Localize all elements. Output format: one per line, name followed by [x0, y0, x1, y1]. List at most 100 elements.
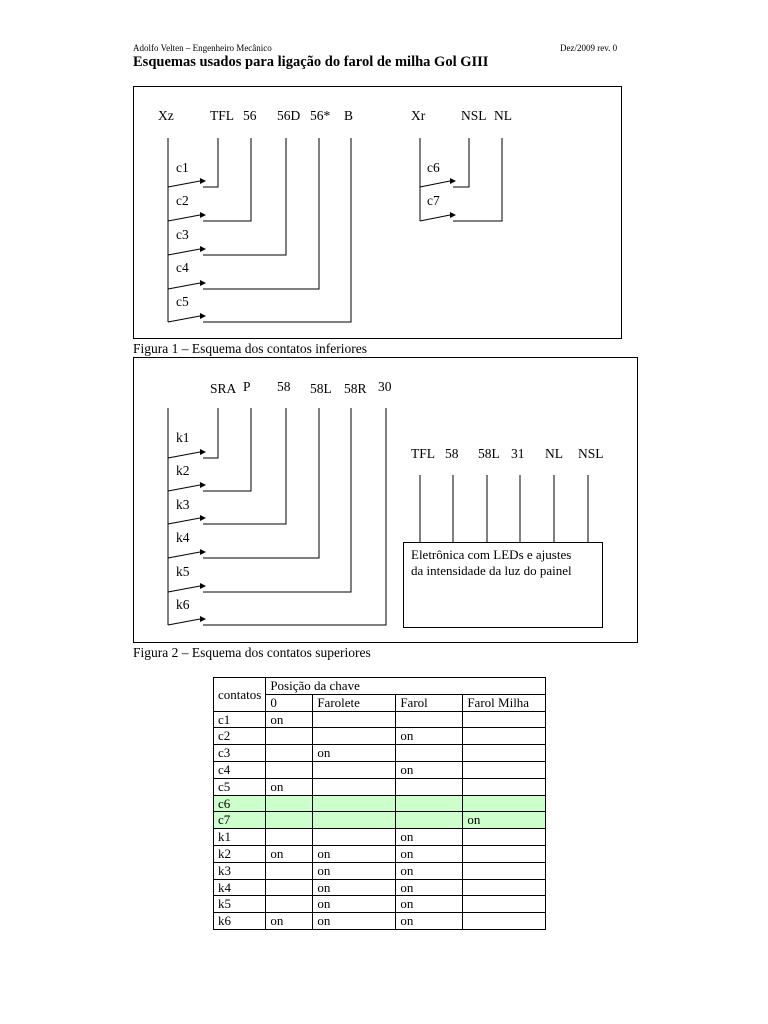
table-cell — [265, 744, 314, 762]
row-contact-name: c5 — [212, 777, 267, 796]
table-cell: on — [395, 895, 464, 914]
table-cell: on — [395, 844, 464, 863]
electronics-text-line-2: da intensidade da luz do painel — [411, 563, 572, 578]
table-cell — [395, 811, 464, 830]
row-contact-name: c1 — [212, 710, 267, 729]
label-p: P — [243, 379, 251, 394]
contact-k3: k3 — [176, 497, 190, 512]
table-cell — [462, 878, 547, 897]
table-cell: on — [265, 912, 314, 930]
row-contact-name: k4 — [212, 878, 267, 897]
table-cell — [395, 777, 464, 796]
contact-k5: k5 — [176, 564, 190, 579]
table-cell: on — [395, 828, 464, 846]
table-cell — [265, 861, 314, 880]
column-header: Farolete — [312, 693, 397, 712]
pin-58l: 58L — [478, 446, 500, 461]
table-cell — [462, 777, 547, 796]
table-cell: on — [395, 760, 464, 779]
table-cell — [265, 727, 314, 746]
table-cell: on — [312, 861, 397, 880]
table-cell — [312, 760, 397, 779]
row-contact-name: c7 — [212, 811, 267, 830]
label-30: 30 — [378, 379, 392, 394]
label-58r: 58R — [344, 381, 367, 396]
contact-c4: c4 — [176, 260, 189, 275]
table-cell — [462, 828, 547, 846]
row-contact-name: k1 — [212, 828, 267, 846]
contact-k2: k2 — [176, 463, 190, 478]
row-contact-name: c3 — [212, 744, 267, 762]
table-cell — [312, 710, 397, 729]
row-contact-name: c6 — [212, 794, 267, 813]
table-cell — [462, 794, 547, 813]
table-cell: on — [312, 744, 397, 762]
column-header: Farol Milha — [462, 693, 547, 712]
table-cell: on — [265, 844, 314, 863]
table-cell: on — [395, 878, 464, 897]
contact-k1: k1 — [176, 430, 190, 445]
table-cell — [265, 895, 314, 914]
table-cell: on — [312, 844, 397, 863]
table-cell — [265, 794, 314, 813]
table-cell — [462, 710, 547, 729]
table-cell — [462, 744, 547, 762]
group-header: Posição da chave — [265, 677, 547, 695]
figure-2-caption: Figura 2 – Esquema dos contatos superior… — [133, 645, 371, 660]
row-contact-name: k6 — [212, 912, 267, 930]
contact-k6: k6 — [176, 597, 190, 612]
contact-k4: k4 — [176, 530, 190, 545]
contact-c6: c6 — [427, 160, 440, 175]
table-cell — [265, 878, 314, 897]
table-cell: on — [395, 727, 464, 746]
contact-c2: c2 — [176, 193, 189, 208]
label-tfl: TFL — [210, 108, 235, 123]
label-56d: 56D — [277, 108, 301, 123]
table-row: c2 on — [212, 727, 547, 746]
table-cell: on — [265, 777, 314, 796]
contact-c1: c1 — [176, 160, 189, 175]
table-cell — [312, 828, 397, 846]
table-row: c7 on — [212, 811, 547, 830]
switch-position-table: contatos Posição da chave 0 Farolete Far… — [212, 677, 547, 930]
label-58: 58 — [277, 379, 291, 394]
row-contact-name: c2 — [212, 727, 267, 746]
column-header: Farol — [395, 693, 464, 712]
contact-c3: c3 — [176, 227, 189, 242]
table-row: k1 on — [212, 828, 547, 846]
row-contact-name: k3 — [212, 861, 267, 880]
table-cell — [462, 844, 547, 863]
author-line: Adolfo Velten – Engenheiro Mecânico — [133, 43, 272, 53]
pin-31: 31 — [511, 446, 525, 461]
table-cell — [395, 794, 464, 813]
table-cell: on — [312, 895, 397, 914]
table-row: c6 — [212, 794, 547, 813]
pin-nsl: NSL — [578, 446, 604, 461]
table-cell — [462, 895, 547, 914]
label-58l: 58L — [310, 381, 332, 396]
row-contact-name: k2 — [212, 844, 267, 863]
date-line: Dez/2009 rev. 0 — [560, 43, 618, 53]
contacts-header: contatos — [212, 677, 267, 712]
table-cell: on — [462, 811, 547, 830]
table-cell — [265, 828, 314, 846]
electronics-text-line-1: Eletrônica com LEDs e ajustes — [411, 547, 572, 562]
table-cell — [312, 794, 397, 813]
pin-tfl: TFL — [411, 446, 436, 461]
contact-c5: c5 — [176, 294, 189, 309]
label-56: 56 — [243, 108, 257, 123]
table-cell — [462, 727, 547, 746]
figure-1-frame — [133, 86, 622, 339]
table-cell: on — [312, 878, 397, 897]
column-header: 0 — [265, 693, 314, 712]
table-row: c3 on — [212, 744, 547, 762]
pin-nl: NL — [545, 446, 563, 461]
table-cell — [395, 710, 464, 729]
figure-2-frame — [133, 357, 638, 643]
